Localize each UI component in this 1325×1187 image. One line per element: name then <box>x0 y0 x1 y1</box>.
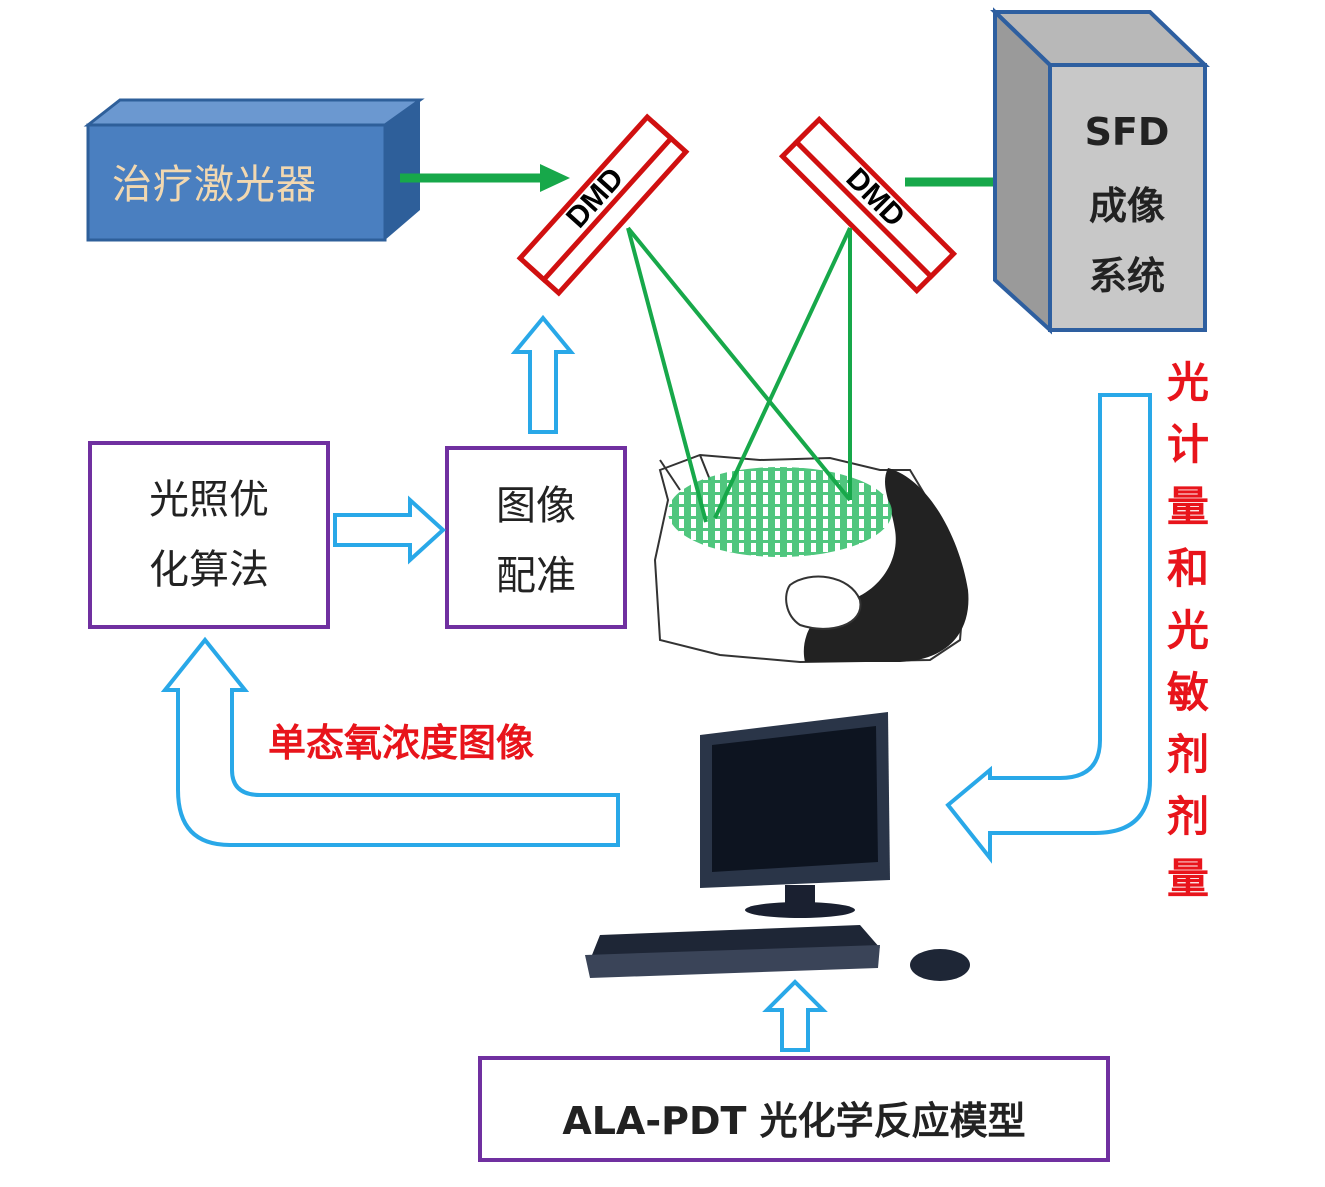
keyboard <box>590 925 880 960</box>
registration-box <box>445 446 627 629</box>
registration-label-1: 图像 <box>496 483 576 529</box>
optimization-label-2: 化算法 <box>149 547 269 593</box>
sfd-label-3: 系统 <box>1088 254 1165 298</box>
mouse <box>910 949 970 981</box>
singlet-oxygen-label: 单态氧浓度图像 <box>268 721 535 765</box>
dmd-mirror-1: DMD <box>516 113 690 297</box>
registration-label-2: 配准 <box>496 553 576 599</box>
head-illustration <box>653 453 969 664</box>
dose-label: 光计量 和光敏 剂剂量 <box>1166 358 1209 903</box>
model-box <box>478 1056 1110 1162</box>
sfd-imaging-box <box>990 7 1210 335</box>
arrow-opt-to-reg <box>333 495 446 565</box>
laser-box <box>83 98 425 242</box>
arrow-pc-to-optimization <box>160 636 620 847</box>
light-paths <box>626 226 852 523</box>
arrow-model-to-pc <box>762 979 828 1052</box>
illumination-area <box>668 467 892 557</box>
optimization-label-1: 光照优 <box>149 477 269 523</box>
laser-label: 治疗激光器 <box>112 162 317 208</box>
optimization-box <box>88 441 330 629</box>
sfd-label-1: SFD <box>1084 110 1170 154</box>
arrow-sfd-to-pc <box>945 393 1152 864</box>
computer-illustration <box>585 712 970 981</box>
arrow-reg-to-dmd <box>510 314 576 434</box>
dmd-mirror-2: DMD <box>778 115 958 295</box>
sfd-label-2: 成像 <box>1088 184 1165 228</box>
beam-arrow-laser-to-dmd <box>400 164 570 192</box>
model-label: ALA-PDT 光化学反应模型 <box>562 1099 1026 1143</box>
